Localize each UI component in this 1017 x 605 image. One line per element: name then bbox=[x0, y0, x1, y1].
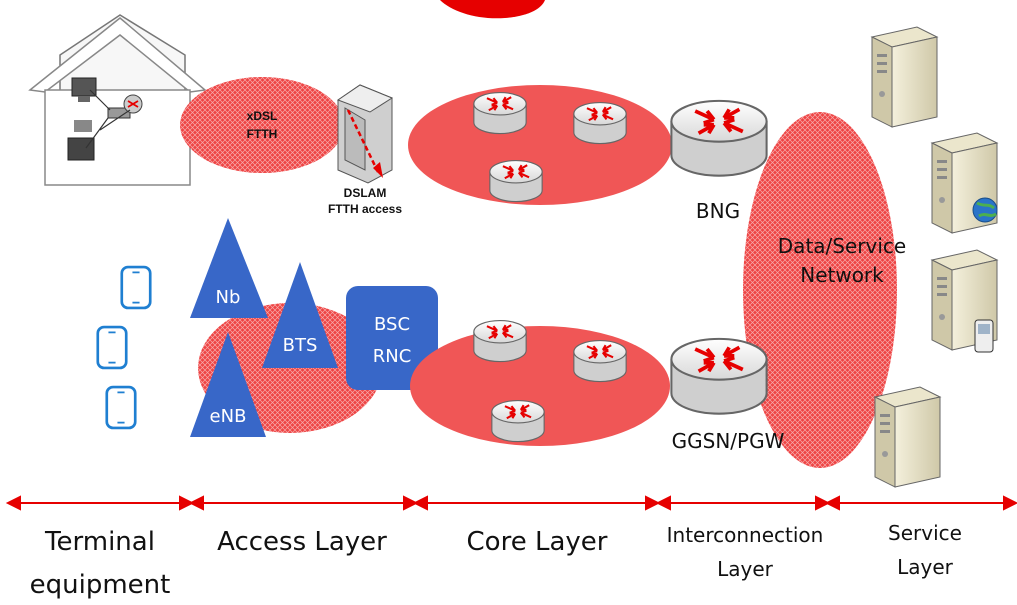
ftth-label: FTTH bbox=[247, 127, 278, 141]
ftth-access-label: FTTH access bbox=[328, 202, 402, 216]
router-icon bbox=[572, 339, 628, 383]
ggsn-router-icon bbox=[671, 339, 766, 414]
interconnection-layer-label-line1: Interconnection bbox=[667, 523, 824, 547]
enb-tower bbox=[190, 332, 266, 437]
router-icon bbox=[572, 101, 628, 145]
bsc-label: BSC bbox=[374, 314, 410, 335]
bng-label: BNG bbox=[696, 199, 740, 223]
bsc-rnc-box bbox=[346, 286, 438, 390]
core-layer-label: Core Layer bbox=[467, 527, 608, 557]
service-layer-label-line2: Layer bbox=[897, 555, 954, 579]
dslam-icon bbox=[336, 84, 394, 184]
access-layer-label: Access Layer bbox=[217, 527, 387, 557]
terminal-layer-label-line1: Terminal bbox=[44, 527, 155, 557]
server-icon bbox=[874, 386, 941, 488]
router-icon bbox=[472, 319, 528, 363]
network-label: Network bbox=[800, 263, 884, 287]
dslam-label: DSLAM bbox=[344, 186, 387, 200]
enb-label: eNB bbox=[210, 406, 247, 427]
router-icon bbox=[488, 159, 544, 203]
data-service-label: Data/Service bbox=[778, 234, 906, 258]
smartphone-icon bbox=[96, 325, 128, 370]
globe-icon bbox=[972, 197, 998, 223]
nb-label: Nb bbox=[216, 287, 241, 308]
interconnection-layer-label-line2: Layer bbox=[717, 557, 774, 581]
rnc-label: RNC bbox=[373, 346, 412, 367]
service-layer-label-line1: Service bbox=[888, 521, 962, 545]
server-icon bbox=[871, 26, 938, 128]
bts-label: BTS bbox=[283, 335, 318, 356]
smartphone-icon bbox=[105, 385, 137, 430]
house-with-computers-icon bbox=[28, 14, 207, 186]
nb-tower bbox=[190, 218, 268, 318]
data-service-network-oval bbox=[743, 112, 897, 468]
bng-router-icon bbox=[671, 101, 766, 176]
terminal-layer-label-line2: equipment bbox=[30, 570, 171, 600]
layer-arrows bbox=[5, 495, 1017, 511]
xdsl-label: xDSL bbox=[247, 109, 278, 123]
bts-tower bbox=[262, 262, 338, 368]
mobile-phone-icon bbox=[974, 319, 994, 353]
router-icon bbox=[472, 91, 528, 135]
smartphone-icon bbox=[120, 265, 152, 310]
router-icon bbox=[490, 399, 546, 443]
xdsl-access-oval bbox=[180, 77, 344, 173]
logo-fragment bbox=[440, 0, 545, 19]
ggsn-label: GGSN/PGW bbox=[672, 429, 785, 453]
